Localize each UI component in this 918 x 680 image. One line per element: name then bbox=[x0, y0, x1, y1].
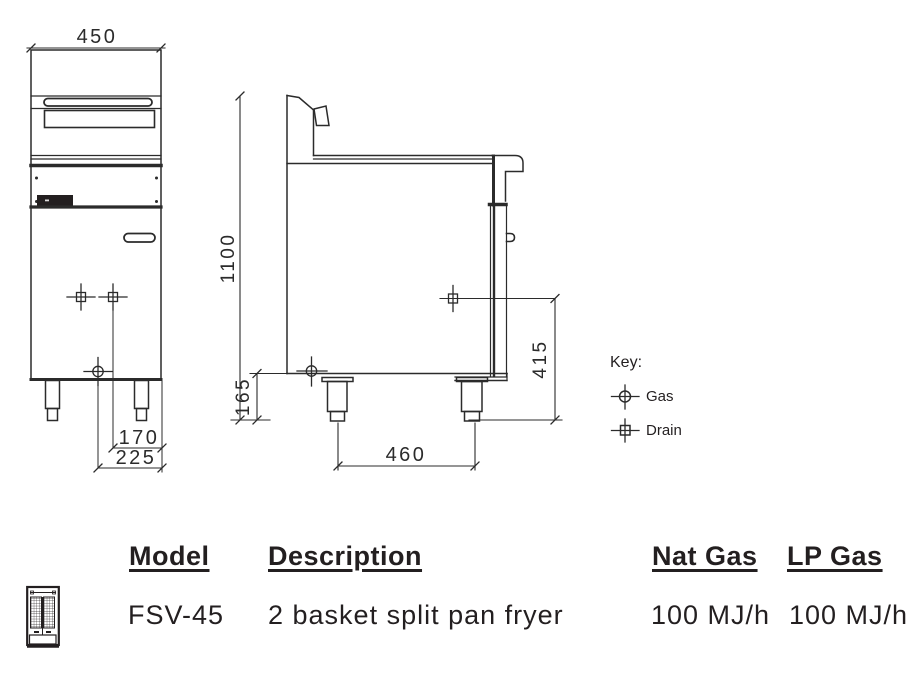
side-view: 1100 165 415 460 bbox=[218, 91, 563, 471]
dim-label-450: 450 bbox=[77, 26, 118, 48]
door-handle-side bbox=[505, 232, 516, 243]
dim-height-1100: 1100 bbox=[218, 91, 245, 425]
header-description: Description bbox=[268, 541, 423, 571]
door-handle bbox=[123, 232, 156, 243]
header-model: Model bbox=[129, 541, 210, 571]
front-legs bbox=[44, 379, 150, 422]
drain-symbol bbox=[439, 284, 556, 313]
key-title: Key: bbox=[610, 354, 643, 371]
key-drain-symbol bbox=[610, 418, 640, 443]
cell-description: 2 basket split pan fryer bbox=[268, 600, 564, 630]
key-gas-symbol bbox=[610, 384, 640, 410]
dim-drain-height-415: 415 bbox=[468, 293, 563, 425]
dim-gas-height-165: 165 bbox=[230, 368, 288, 425]
side-legs bbox=[321, 376, 489, 422]
key-drain-label: Drain bbox=[646, 422, 682, 439]
drain-symbol bbox=[66, 283, 96, 311]
dim-gas-offset-225: 225 bbox=[93, 447, 167, 473]
dim-label-170: 170 bbox=[119, 427, 160, 449]
dim-label-165: 165 bbox=[233, 377, 254, 416]
dim-width-450: 450 bbox=[26, 26, 166, 53]
control-panel bbox=[29, 176, 163, 209]
dim-label-1100: 1100 bbox=[218, 233, 239, 284]
key-legend-symbols bbox=[610, 384, 640, 443]
key-gas-label: Gas bbox=[646, 388, 674, 405]
header-nat-gas: Nat Gas bbox=[652, 541, 758, 571]
fryer-icon bbox=[26, 585, 60, 648]
console bbox=[487, 154, 524, 207]
gas-symbol bbox=[296, 356, 328, 387]
dim-drain-offset-170: 170 bbox=[108, 427, 167, 453]
dim-label-415: 415 bbox=[530, 339, 551, 378]
header-lp-gas: LP Gas bbox=[787, 541, 883, 571]
cell-nat-gas: 100 MJ/h bbox=[651, 600, 771, 630]
dim-leg-spacing-460: 460 bbox=[333, 422, 480, 471]
cell-lp-gas: 100 MJ/h bbox=[789, 600, 909, 630]
dim-label-460: 460 bbox=[386, 444, 427, 466]
badge-plate bbox=[37, 195, 73, 206]
gas-symbol bbox=[83, 356, 113, 387]
dim-label-225: 225 bbox=[116, 447, 157, 469]
flue-outlet bbox=[313, 105, 330, 127]
cell-model: FSV-45 bbox=[128, 600, 225, 630]
front-view: 450 170 225 bbox=[26, 26, 167, 473]
